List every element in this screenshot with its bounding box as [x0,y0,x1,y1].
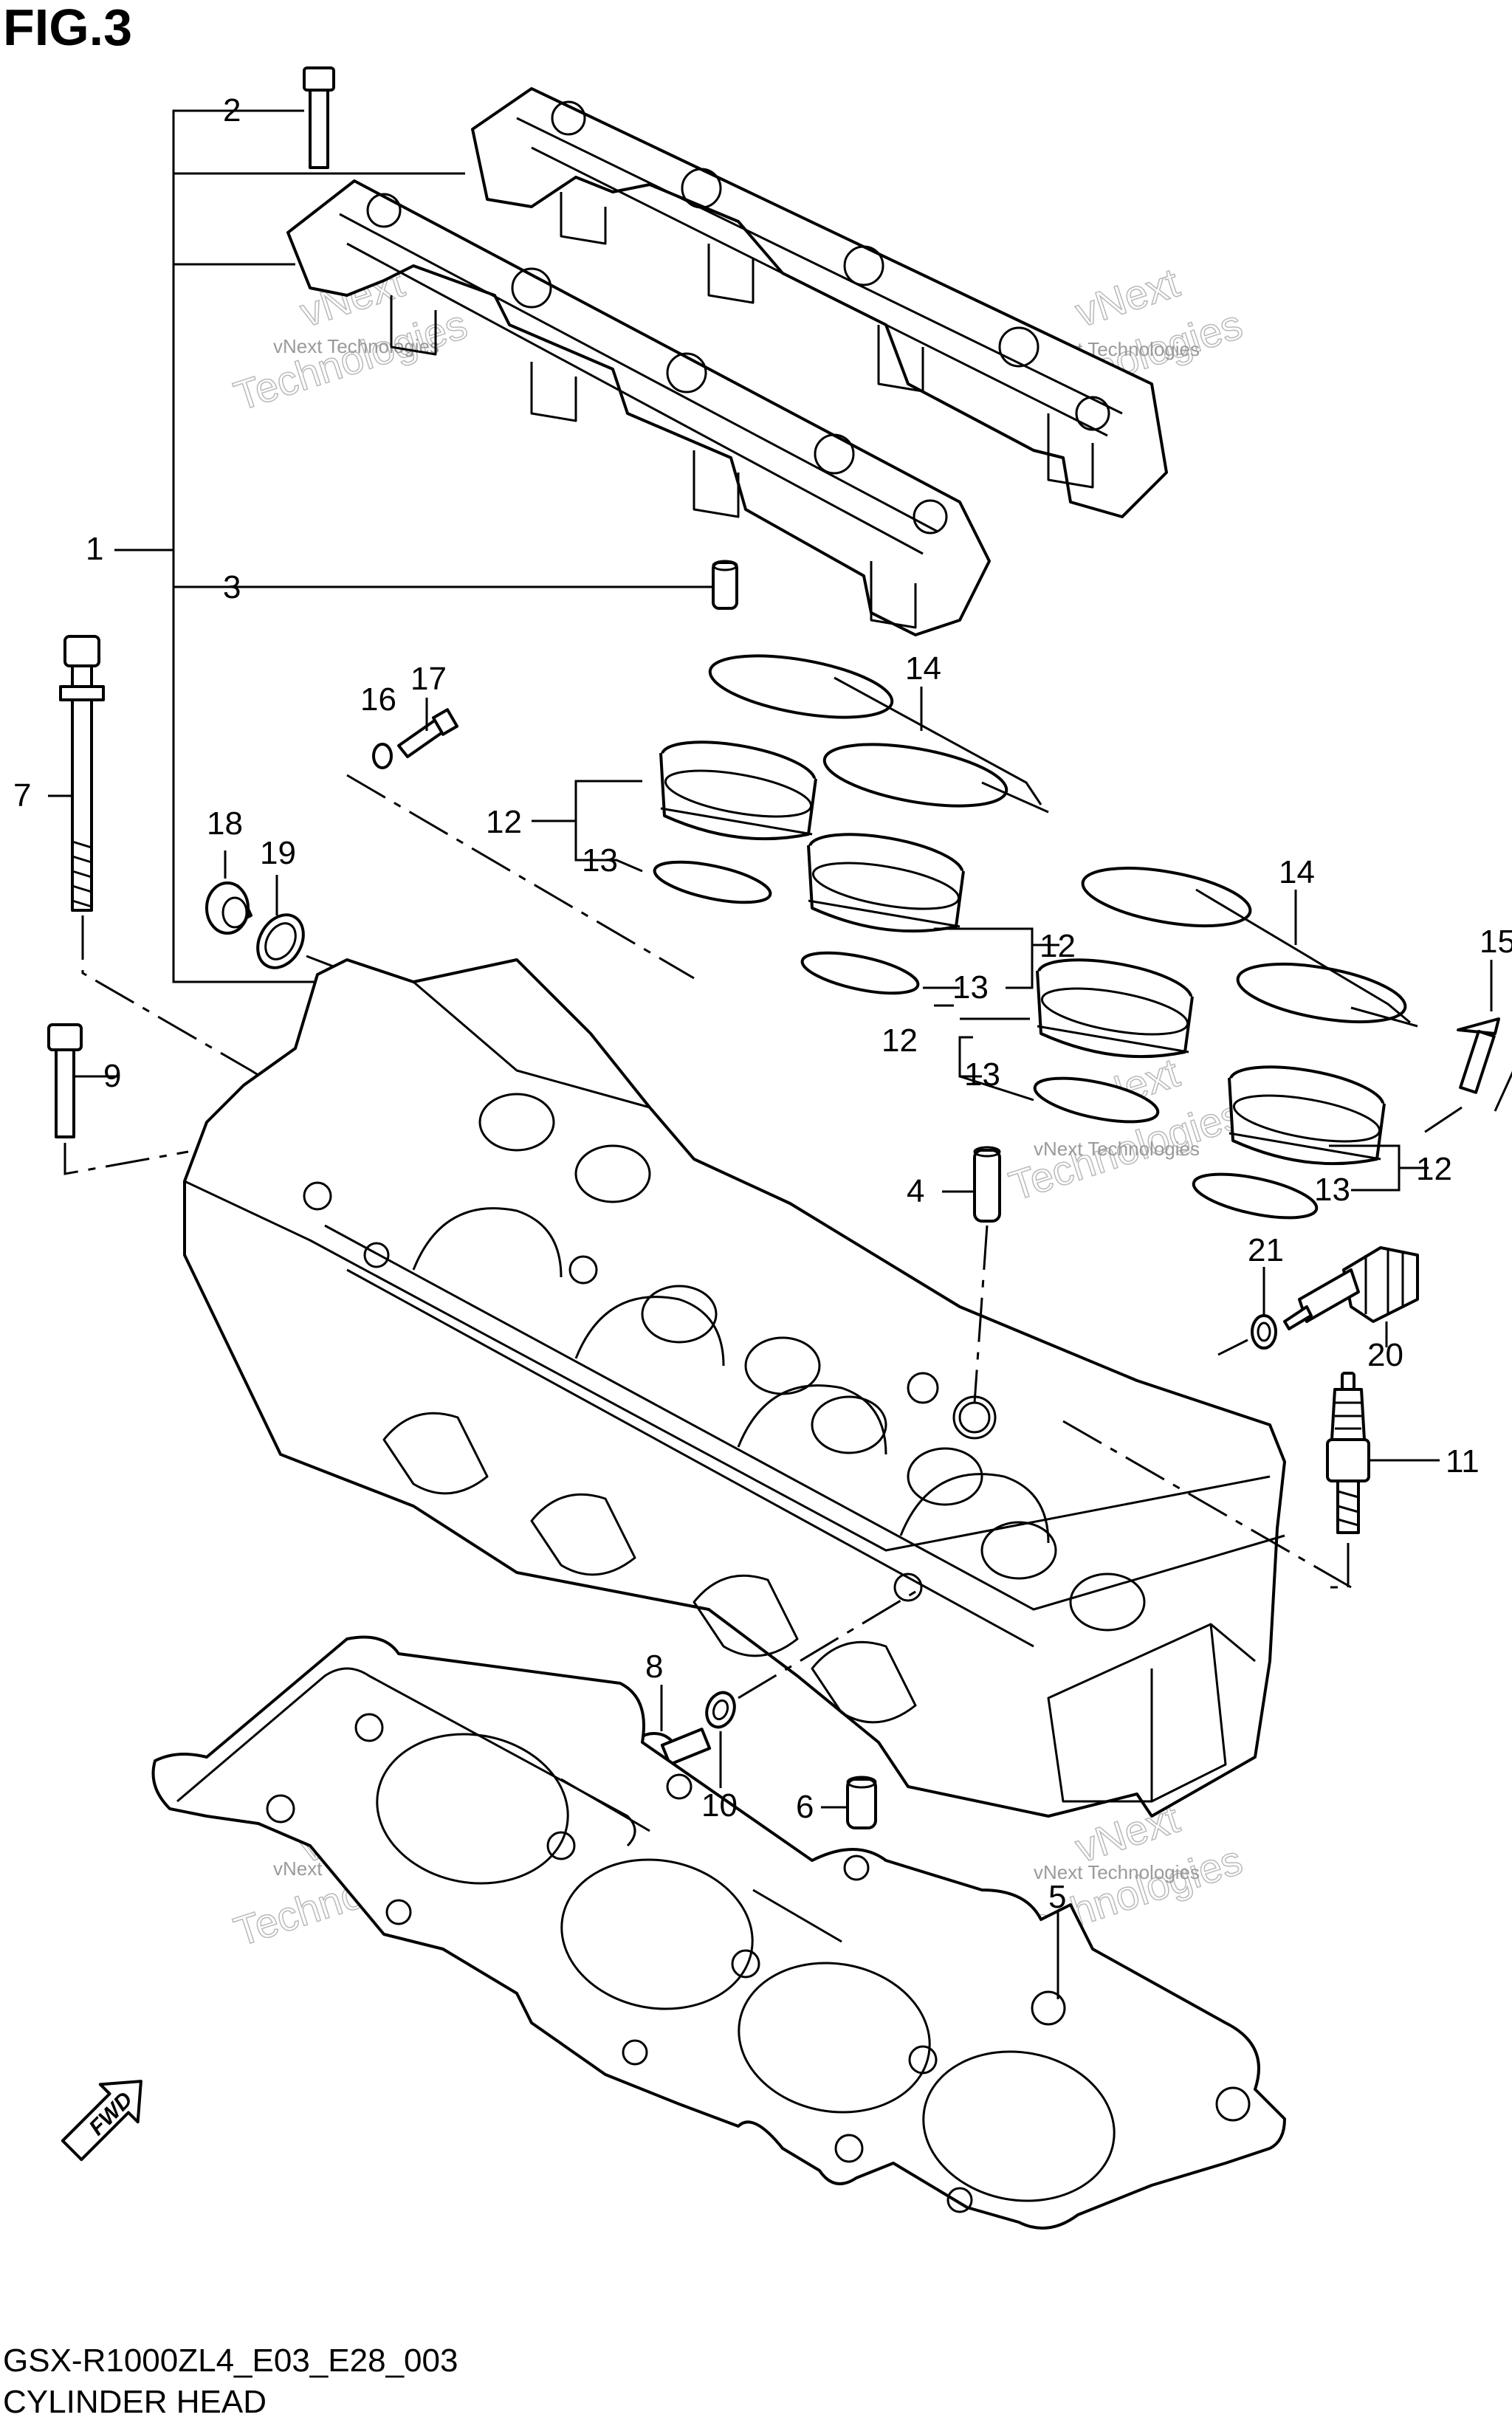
intake-pipe-item-12-d [1228,1065,1386,1166]
leaders-12-13 [532,780,1429,1192]
callout-21: 21 [1248,1232,1284,1268]
cap-item-18 [205,850,252,935]
spark-plug-item-11 [1062,1372,1440,1589]
callout-16: 16 [360,681,396,718]
bolt-item-9 [47,1023,189,1175]
cylinder-head [183,958,1286,1818]
clamp-item-14-rear [708,654,1049,814]
dowel-item-6 [821,1776,877,1829]
intake-pipe-item-12-a [659,740,817,841]
callout-12-d: 12 [1416,1151,1452,1187]
callout-14-a: 14 [905,650,941,687]
intake-pipe-item-12-b [807,833,965,933]
o-ring-item-13-d [1192,1172,1319,1220]
callout-17: 17 [410,661,447,697]
intake-pipe-item-12-c [1036,958,1194,1059]
callout-15: 15 [1480,924,1512,960]
callout-12-b: 12 [1040,928,1076,964]
model-code-label: GSX-R1000ZL4_E03_E28_003 [3,2343,458,2379]
callout-1: 1 [86,531,103,567]
callout-13-d: 13 [1314,1172,1350,1208]
fwd-arrow-icon: FWD [61,2080,142,2162]
callout-7: 7 [13,777,31,814]
callout-12-a: 12 [486,804,522,840]
washer-item-10 [705,1586,924,1788]
watermark-label-1: vNext Technologies [273,335,439,357]
callout-13-a: 13 [582,842,618,879]
camshaft-holder-rear [471,87,1168,518]
o-ring-item-13-c [1033,1076,1160,1124]
callout-3: 3 [223,569,241,605]
o-ring-item-13-b [800,951,920,995]
callout-19: 19 [260,835,296,871]
callout-13-b: 13 [952,969,989,1006]
clamp-item-14-front [1081,867,1418,1028]
plug-item-17 [346,698,695,980]
head-gasket-item-5 [151,1635,1286,2230]
gasket-item-21 [1217,1267,1277,1356]
screw-item-15 [1417,960,1512,1138]
callout-4: 4 [907,1173,924,1209]
callout-2: 2 [223,92,241,128]
bolt-item-2 [255,66,335,169]
washer-item-16 [372,743,393,769]
callout-14-b: 14 [1279,854,1315,890]
diagram-caption: CYLINDER HEAD [3,2384,267,2420]
dowel-item-4 [942,1146,1001,1403]
callout-5: 5 [1048,1879,1066,1915]
callout-labels: 2 1 3 7 16 17 18 19 12 13 14 12 13 12 13… [13,92,1512,1915]
camshaft-holder-front [286,179,991,636]
callout-13-c: 13 [964,1056,1000,1093]
callout-12-c: 12 [882,1023,918,1059]
sensor-item-20 [1283,1246,1419,1347]
callout-8: 8 [645,1649,663,1685]
callout-6: 6 [796,1789,814,1825]
callout-10: 10 [701,1787,738,1824]
callout-11: 11 [1446,1443,1480,1479]
watermark-label-4: vNext Technologies [1034,1138,1200,1160]
watermark-label-6: vNext Technologies [1034,1861,1200,1883]
callout-9: 9 [103,1058,121,1094]
bolt-item-7 [48,635,311,1109]
figure-title: FIG.3 [3,0,133,56]
callout-20: 20 [1367,1337,1403,1373]
callout-18: 18 [207,805,243,842]
o-ring-item-13-a [653,860,772,904]
dowel-pin-item-3 [255,560,738,610]
